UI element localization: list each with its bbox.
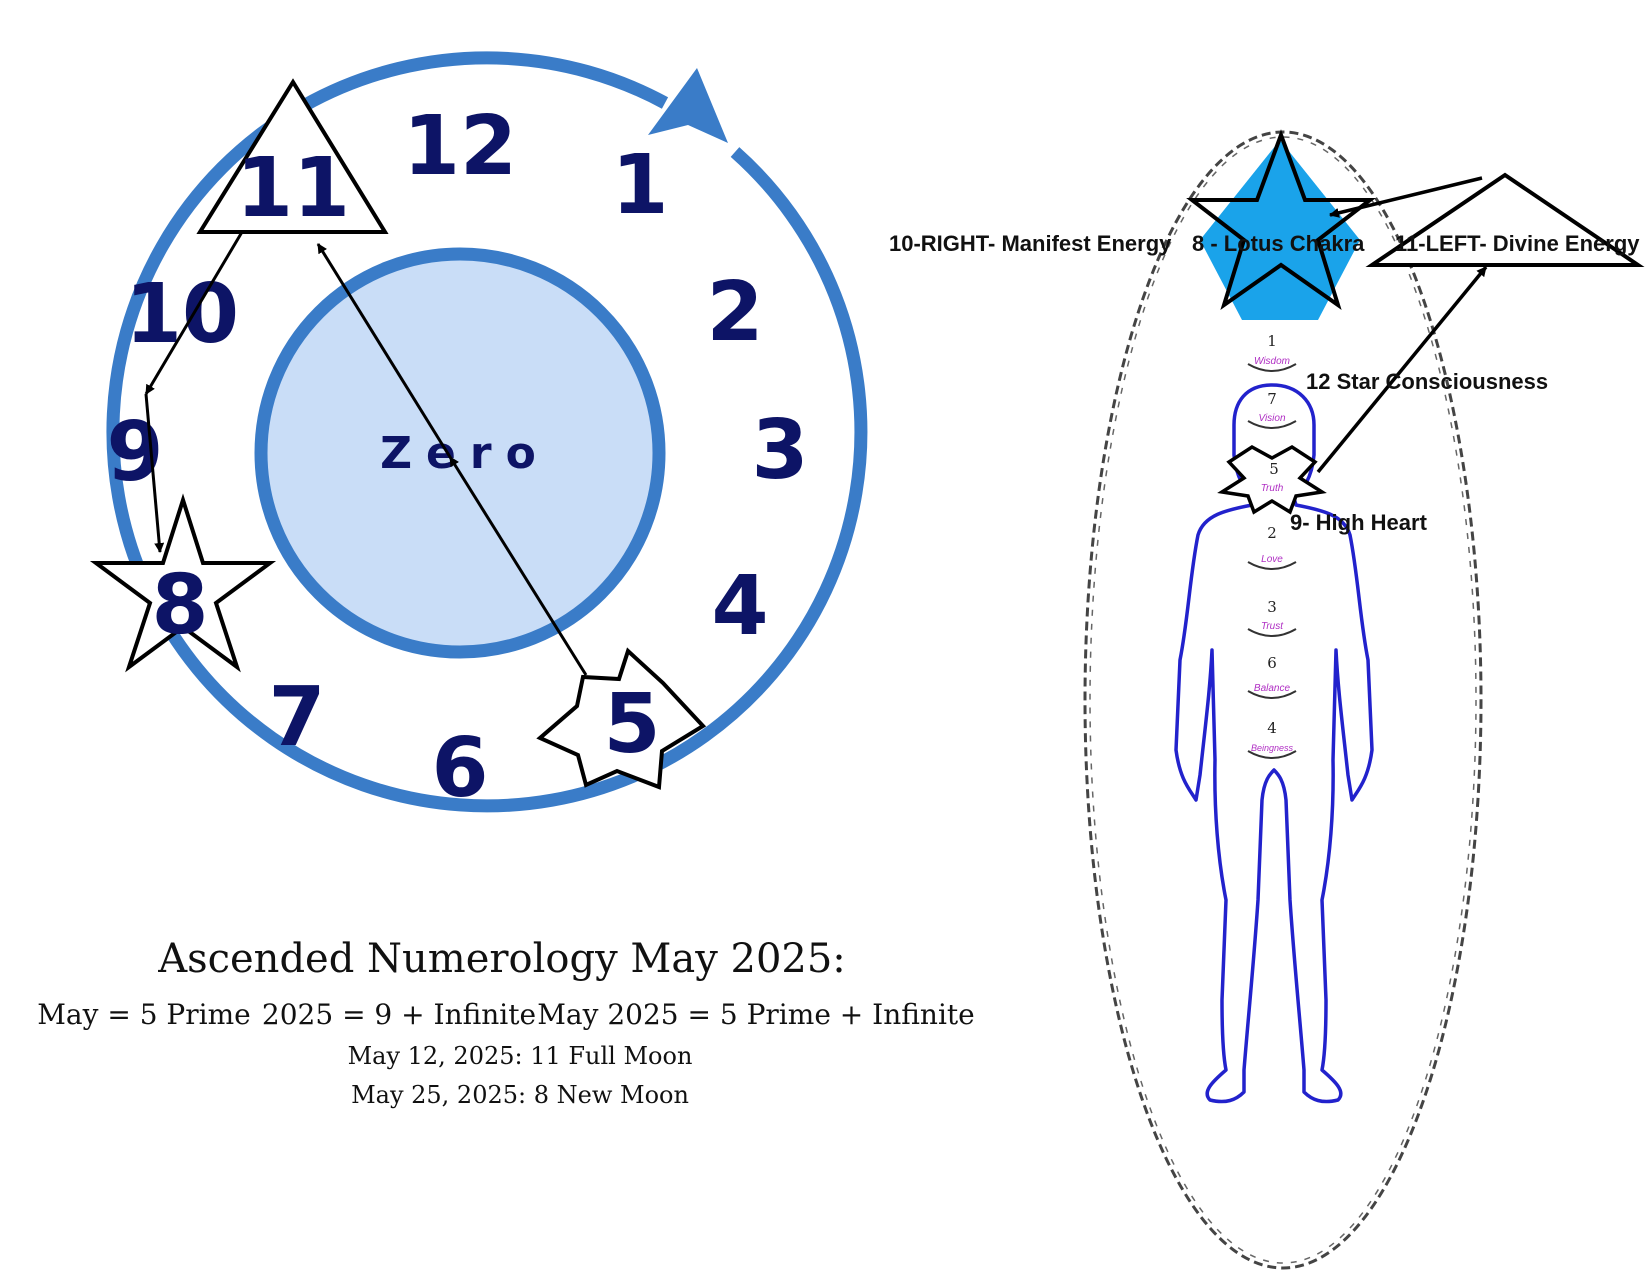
chakra-4-arc xyxy=(1247,750,1297,759)
aura-ellipse xyxy=(1083,130,1483,1270)
clock-diagram: Zero 12 1 2 3 4 5 6 7 8 9 10 11 xyxy=(89,51,868,816)
triangle-11-shape xyxy=(196,78,389,234)
arrow-heart-to-triangle xyxy=(1316,265,1488,474)
chakra-6-number: 6 xyxy=(1267,654,1277,672)
arrow-zero-to-11 xyxy=(316,243,452,458)
chakra-1-word: Wisdom xyxy=(1254,356,1290,367)
high-heart-septagram xyxy=(1217,444,1327,515)
chakra-3-arc xyxy=(1247,628,1297,637)
chakra-1-number: 1 xyxy=(1267,332,1277,350)
chakra-3: 3 Trust xyxy=(1247,598,1297,637)
lotus-star-outline xyxy=(1186,129,1376,310)
clock-number-8: 8 xyxy=(151,558,208,653)
label-star-consciousness: 12 Star Consciousness xyxy=(1306,369,1548,394)
chakra-4-number: 4 xyxy=(1267,719,1277,737)
chakra-3-word: Trust xyxy=(1261,621,1284,632)
star-8-shape xyxy=(89,493,277,673)
chakra-1: 1 Wisdom xyxy=(1247,332,1297,372)
chakra-1-arc xyxy=(1247,363,1297,372)
chakra-2-word: Love xyxy=(1261,554,1283,565)
chakra-4: 4 Beingness xyxy=(1247,719,1297,759)
arrow-triangle-to-lotus xyxy=(1329,176,1483,218)
outer-cycle-ring xyxy=(106,51,868,813)
chakra-7: 7 Vision xyxy=(1247,390,1297,429)
label-high-heart: 9- High Heart xyxy=(1290,510,1428,535)
clock-number-4: 4 xyxy=(711,559,768,654)
caption-may-prime: May = 5 Prime xyxy=(37,998,250,1031)
chakra-3-number: 3 xyxy=(1267,598,1277,616)
arrow-5-to-zero xyxy=(448,456,588,676)
caption-2025: 2025 = 9 + Infinite xyxy=(262,998,536,1031)
cycle-arrow-head xyxy=(648,68,728,143)
caption-new-moon: May 25, 2025: 8 New Moon xyxy=(351,1081,689,1109)
clock-number-11: 11 xyxy=(236,141,350,236)
caption-block: Ascended Numerology May 2025: May = 5 Pr… xyxy=(37,936,974,1109)
clock-number-10: 10 xyxy=(125,267,239,362)
left-divine-triangle xyxy=(1365,172,1645,267)
chakra-4-word: Beingness xyxy=(1251,743,1294,753)
human-body-outline xyxy=(1174,383,1374,1104)
lotus-diamond-shape xyxy=(1200,140,1360,320)
zero-label: Zero xyxy=(380,428,550,479)
chakra-7-number: 7 xyxy=(1267,390,1277,408)
chakra-7-word: Vision xyxy=(1258,413,1285,424)
clock-number-5: 5 xyxy=(603,677,660,772)
clock-number-7: 7 xyxy=(268,670,325,765)
chakra-2-number: 2 xyxy=(1267,524,1277,542)
chakra-5: 5 Truth xyxy=(1261,460,1284,494)
body-diagram: 1 Wisdom 7 Vision 5 Truth 2 Love 3 Trust… xyxy=(889,129,1645,1270)
clock-number-3: 3 xyxy=(751,403,808,498)
arrow-9-to-8 xyxy=(144,393,165,553)
chakra-5-word: Truth xyxy=(1261,483,1284,494)
aura-ellipse-inner xyxy=(1089,136,1477,1264)
label-lotus-chakra: 8 - Lotus Chakra xyxy=(1192,231,1365,256)
clock-number-1: 1 xyxy=(611,138,668,233)
septagram-5-shape xyxy=(536,647,707,790)
chakra-2: 2 Love xyxy=(1247,524,1297,570)
chakra-2-arc xyxy=(1247,561,1297,570)
caption-may-2025: May 2025 = 5 Prime + Infinite xyxy=(537,998,974,1031)
chakra-6-arc xyxy=(1247,690,1297,699)
zero-circle xyxy=(254,247,666,659)
chakra-6-word: Balance xyxy=(1254,683,1291,694)
caption-full-moon: May 12, 2025: 11 Full Moon xyxy=(348,1042,693,1070)
chakra-6: 6 Balance xyxy=(1247,654,1297,699)
chakra-5-number: 5 xyxy=(1269,460,1279,478)
arrow-11-to-9 xyxy=(144,231,244,395)
chakra-7-arc xyxy=(1247,420,1297,429)
caption-title: Ascended Numerology May 2025: xyxy=(157,936,846,982)
clock-number-2: 2 xyxy=(706,265,763,360)
clock-number-12: 12 xyxy=(403,99,517,194)
label-right-manifest: 10-RIGHT- Manifest Energy xyxy=(889,231,1172,256)
clock-number-6: 6 xyxy=(431,721,488,816)
label-left-divine: 11-LEFT- Divine Energy xyxy=(1395,231,1640,256)
